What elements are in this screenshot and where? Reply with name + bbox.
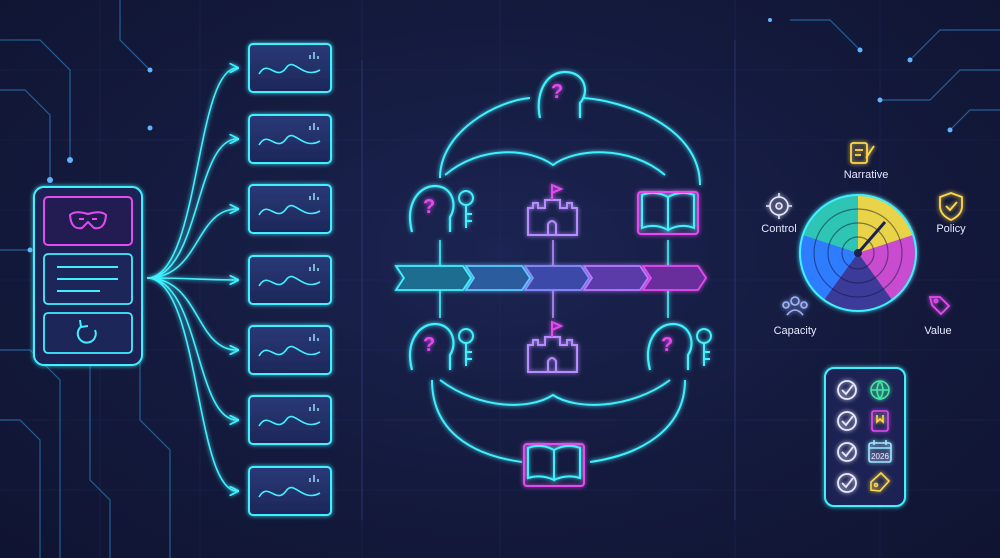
key-icon-lower-left (458, 328, 474, 366)
refresh-card[interactable] (43, 312, 133, 354)
radar-label-value: Value (924, 325, 951, 337)
waveform-icon (258, 134, 321, 146)
bars-icon (309, 123, 319, 130)
bars-icon (309, 404, 319, 411)
radar-wheel (799, 194, 917, 312)
shield-check-icon (939, 192, 963, 221)
check-circle-icon (837, 442, 857, 462)
signal-card[interactable] (248, 184, 332, 234)
key-icon-upper-left (458, 190, 474, 228)
signal-card[interactable] (248, 395, 332, 445)
question-head-icon-lower-right: ? (647, 322, 693, 371)
check-circle-icon (837, 473, 857, 493)
book-icon-lower (523, 443, 585, 487)
bars-icon (309, 475, 319, 482)
bars-icon (309, 193, 319, 200)
signal-card[interactable] (248, 466, 332, 516)
fan-arrow (146, 277, 237, 420)
radar-label-narrative: Narrative (844, 169, 889, 181)
svg-text:?: ? (551, 81, 563, 103)
globe-icon (870, 380, 890, 401)
mask-icon (68, 211, 108, 230)
signal-card[interactable] (248, 114, 332, 164)
castle-icon-lower (527, 320, 578, 373)
svg-text:?: ? (661, 334, 673, 356)
check-circle-icon (837, 411, 857, 431)
radar-label-capacity: Capacity (774, 325, 817, 337)
fan-arrow (146, 209, 237, 279)
text-lines-icon (57, 266, 118, 292)
signal-card[interactable] (248, 43, 332, 93)
svg-text:?: ? (423, 334, 435, 356)
calendar-icon: 2026 (868, 440, 892, 463)
cycle-icon (766, 193, 792, 219)
tag-icon-radar (928, 296, 951, 316)
circuit-traces-right (790, 19, 1000, 131)
fan-arrow (146, 139, 237, 279)
waveform-icon (258, 204, 321, 216)
source-panel (33, 186, 143, 366)
waveform-icon (258, 415, 321, 427)
tag-icon (870, 471, 891, 492)
checklist-item[interactable] (837, 380, 890, 401)
waveform-icon (258, 63, 321, 75)
bars-icon (309, 264, 319, 271)
waveform-icon (258, 486, 321, 498)
waveform-icon (258, 345, 321, 357)
refresh-icon (76, 325, 97, 344)
document-pen-icon (850, 142, 875, 164)
mask-card[interactable] (43, 196, 133, 246)
key-icon-lower-right (696, 328, 712, 366)
fan-arrow (146, 68, 237, 279)
checklist-panel (824, 367, 906, 507)
book-bookmark-icon (871, 410, 889, 432)
bars-icon (309, 52, 319, 59)
circuit-nodes-right (768, 18, 953, 133)
checklist-items: 2026 (837, 380, 892, 493)
question-head-icon-upper-left: ? (409, 184, 455, 233)
book-icon-upper (637, 191, 699, 235)
fan-arrow (146, 277, 237, 491)
pipeline (394, 240, 708, 318)
bars-icon (309, 334, 319, 341)
calendar-year-label: 2026 (871, 452, 889, 461)
radar-label-policy: Policy (936, 223, 966, 235)
castle-icon-upper (527, 183, 578, 236)
question-head-icon: ? (537, 70, 587, 119)
circuit-nodes-left (27, 67, 153, 253)
checklist-item[interactable] (837, 471, 891, 493)
question-head-icon-lower-left: ? (409, 322, 455, 371)
checklist-item[interactable] (837, 410, 889, 432)
fan-out-arrows (146, 68, 237, 491)
text-lines-card[interactable] (43, 253, 133, 305)
svg-text:?: ? (423, 196, 435, 218)
people-icon (782, 296, 808, 316)
radar-label-control: Control (761, 223, 796, 235)
waveform-icon (258, 275, 321, 287)
fan-arrow (146, 278, 237, 280)
checklist-item[interactable]: 2026 (837, 440, 892, 463)
check-circle-icon (837, 380, 857, 400)
signal-cards (248, 43, 332, 516)
upper-arcs (439, 97, 701, 186)
signal-card[interactable] (248, 325, 332, 375)
signal-card[interactable] (248, 255, 332, 305)
lower-arcs (431, 379, 686, 463)
fan-arrow (146, 277, 237, 350)
